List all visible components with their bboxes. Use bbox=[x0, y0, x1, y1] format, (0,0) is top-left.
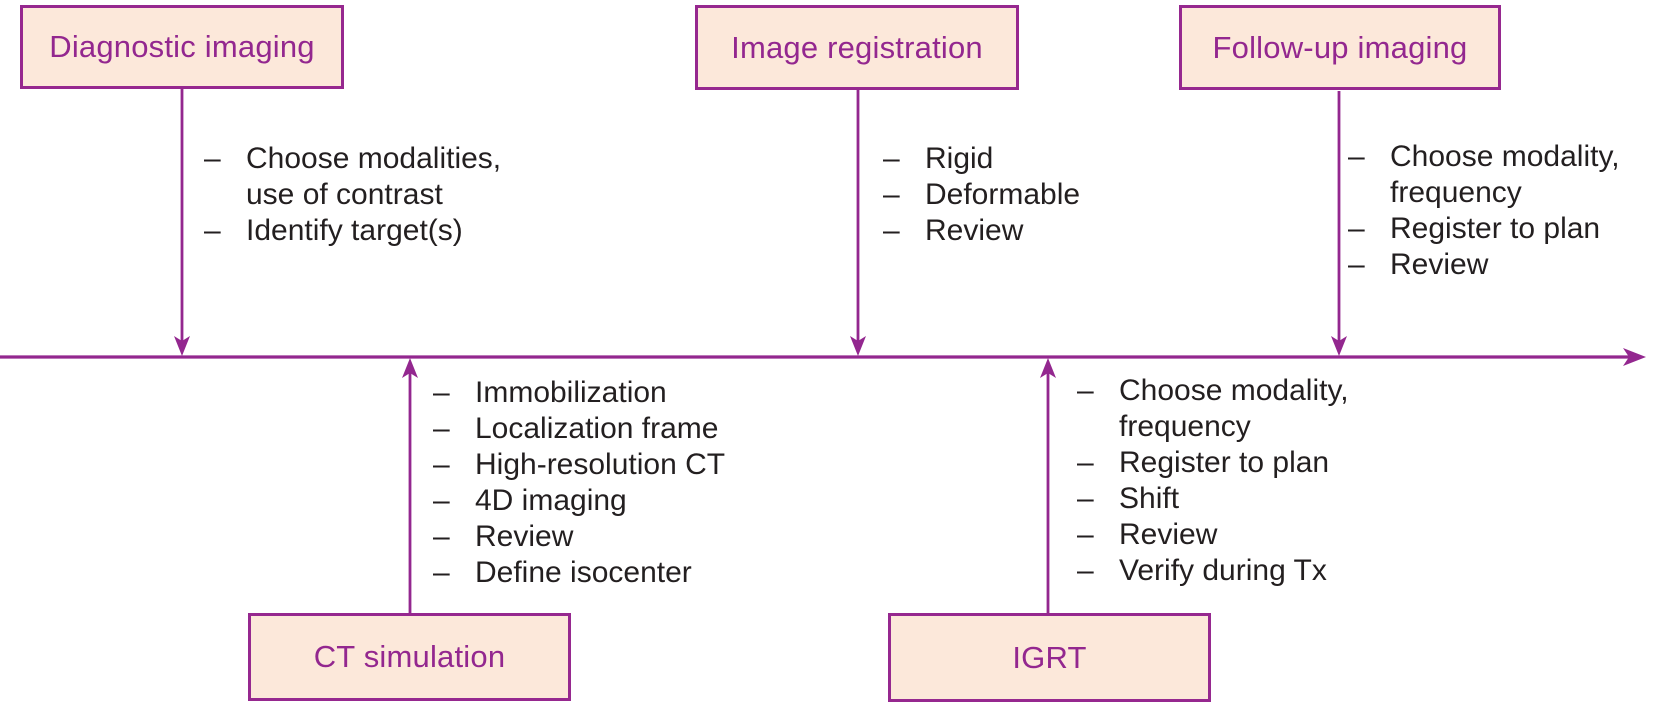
list-item-text: Verify during Tx bbox=[1119, 554, 1327, 587]
bullet-dash: – bbox=[433, 484, 450, 517]
arrowhead-down-icon bbox=[1331, 336, 1347, 356]
list-item-text: Immobilization bbox=[475, 376, 667, 409]
bullet-dash: – bbox=[1077, 554, 1094, 587]
list-item-text: use of contrast bbox=[246, 178, 443, 211]
bullet-dash: – bbox=[433, 520, 450, 553]
list-igrt: – Choose modality, frequency – Register … bbox=[1077, 373, 1349, 589]
box-label: Follow-up imaging bbox=[1212, 29, 1468, 65]
box-label: CT simulation bbox=[313, 639, 506, 674]
list-item-text: Review bbox=[1119, 518, 1218, 551]
bullet-dash: – bbox=[1077, 482, 1094, 515]
box-label: Diagnostic imaging bbox=[49, 29, 315, 64]
box-follow-up-imaging: Follow-up imaging bbox=[1179, 5, 1501, 90]
list-item-continuation: use of contrast bbox=[204, 177, 501, 213]
timeline-axis bbox=[0, 348, 1646, 366]
list-item: – Choose modality, bbox=[1348, 139, 1620, 175]
connector-follow-up-imaging bbox=[1331, 91, 1347, 356]
list-item-text: High-resolution CT bbox=[475, 448, 726, 481]
list-item: – Identify target(s) bbox=[204, 213, 501, 249]
bullet-dash: – bbox=[883, 178, 900, 211]
list-item-text: Localization frame bbox=[475, 412, 719, 445]
bullet-dash: – bbox=[204, 142, 221, 175]
list-ct-simulation: – Immobilization – Localization frame – … bbox=[433, 375, 725, 591]
list-item-text: Identify target(s) bbox=[246, 214, 463, 247]
list-item: – Choose modalities, bbox=[204, 141, 501, 177]
connector-image-registration bbox=[850, 90, 866, 356]
list-item-text: Review bbox=[925, 214, 1024, 247]
list-item-text: frequency bbox=[1390, 176, 1522, 209]
list-item-text: Deformable bbox=[925, 178, 1081, 211]
list-item-text: Define isocenter bbox=[475, 556, 692, 589]
list-item: – Review bbox=[1077, 517, 1349, 553]
list-item: – Review bbox=[1348, 247, 1620, 283]
bullet-dash: – bbox=[1348, 140, 1365, 173]
bullet-dash: – bbox=[883, 214, 900, 247]
list-item: – Define isocenter bbox=[433, 555, 725, 591]
list-item: – Choose modality, bbox=[1077, 373, 1349, 409]
list-item: – High-resolution CT bbox=[433, 447, 725, 483]
list-item-text: 4D imaging bbox=[475, 484, 627, 517]
list-item-text: Shift bbox=[1119, 482, 1180, 515]
list-item: – Immobilization bbox=[433, 375, 725, 411]
list-item: – Register to plan bbox=[1348, 211, 1620, 247]
list-item-continuation: frequency bbox=[1077, 409, 1349, 445]
bullet-dash: – bbox=[204, 214, 221, 247]
list-image-registration: – Rigid – Deformable – Review bbox=[883, 141, 1080, 249]
list-item-text: Register to plan bbox=[1390, 212, 1601, 245]
list-diagnostic-imaging: – Choose modalities, use of contrast – I… bbox=[204, 141, 501, 249]
box-diagnostic-imaging: Diagnostic imaging bbox=[20, 5, 344, 89]
list-item-text: Register to plan bbox=[1119, 446, 1330, 479]
box-igrt: IGRT bbox=[888, 613, 1211, 702]
list-item: – Review bbox=[883, 213, 1080, 249]
list-item-text: Rigid bbox=[925, 142, 994, 175]
list-item: – Verify during Tx bbox=[1077, 553, 1349, 589]
list-item-text: Choose modalities, bbox=[246, 142, 502, 175]
list-item: – 4D imaging bbox=[433, 483, 725, 519]
bullet-dash: – bbox=[883, 142, 900, 175]
bullet-dash: – bbox=[1348, 248, 1365, 281]
bullet-dash: – bbox=[1077, 446, 1094, 479]
timeline-arrowhead-right bbox=[1623, 348, 1646, 366]
arrowhead-down-icon bbox=[174, 336, 190, 356]
box-label: Image registration bbox=[731, 29, 983, 65]
list-item: – Rigid bbox=[883, 141, 1080, 177]
list-item: – Shift bbox=[1077, 481, 1349, 517]
bullet-spacer bbox=[1077, 409, 1119, 445]
arrowhead-up-icon bbox=[402, 358, 418, 378]
connector-igrt bbox=[1040, 358, 1056, 613]
connector-ct-simulation bbox=[402, 358, 418, 613]
list-item-text: frequency bbox=[1119, 410, 1251, 443]
list-item: – Register to plan bbox=[1077, 445, 1349, 481]
list-item-text: Choose modality, bbox=[1119, 374, 1349, 407]
bullet-dash: – bbox=[1348, 212, 1365, 245]
list-item: – Localization frame bbox=[433, 411, 725, 447]
box-ct-simulation: CT simulation bbox=[248, 613, 571, 701]
bullet-dash: – bbox=[433, 412, 450, 445]
bullet-dash: – bbox=[433, 556, 450, 589]
list-item-text: Review bbox=[475, 520, 574, 553]
bullet-dash: – bbox=[433, 376, 450, 409]
list-item-continuation: frequency bbox=[1348, 175, 1620, 211]
list-item-text: Review bbox=[1390, 248, 1489, 281]
bullet-spacer bbox=[1348, 175, 1390, 211]
box-label: IGRT bbox=[1012, 639, 1087, 675]
arrowhead-down-icon bbox=[850, 336, 866, 356]
list-item: – Deformable bbox=[883, 177, 1080, 213]
bullet-spacer bbox=[204, 177, 246, 213]
box-image-registration: Image registration bbox=[695, 5, 1019, 90]
arrowhead-up-icon bbox=[1040, 358, 1056, 378]
bullet-dash: – bbox=[1077, 518, 1094, 551]
list-item-text: Choose modality, bbox=[1390, 140, 1620, 173]
list-follow-up-imaging: – Choose modality, frequency – Register … bbox=[1348, 139, 1620, 283]
bullet-dash: – bbox=[1077, 374, 1094, 407]
connector-diagnostic-imaging bbox=[174, 89, 190, 356]
list-item: – Review bbox=[433, 519, 725, 555]
bullet-dash: – bbox=[433, 448, 450, 481]
